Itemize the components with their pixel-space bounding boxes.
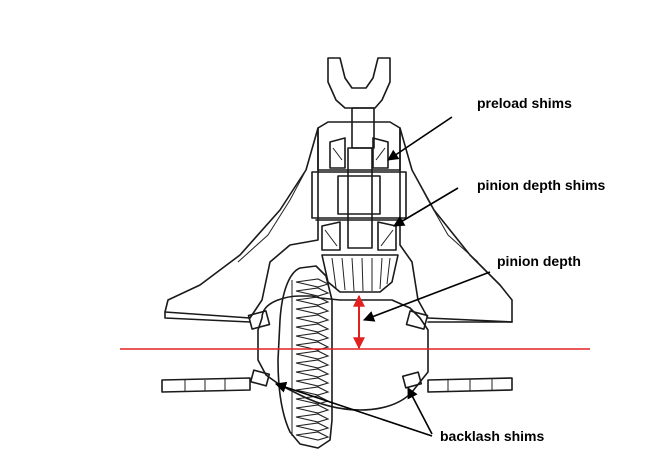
ring-gear-tooth (295, 323, 330, 333)
label-backlash-shims: backlash shims (440, 428, 544, 444)
label-preload-shims: preload shims (477, 95, 572, 111)
pinion-yoke (327, 57, 391, 149)
pinion-gear (321, 254, 399, 293)
backlash-shims-leader-right (407, 387, 433, 435)
ring-gear (277, 265, 333, 449)
label-pinion-depth-shims: pinion depth shims (477, 177, 606, 193)
ring-gear-tooth (295, 359, 330, 369)
ring-gear-tooth (295, 296, 330, 306)
ring-gear-tooth (295, 422, 330, 432)
ring-gear-tooth (295, 305, 330, 315)
ring-gear-tooth (295, 287, 330, 297)
label-pinion-depth: pinion depth (497, 253, 581, 269)
ring-gear-tooth (295, 314, 330, 324)
pinion-depth-leader (362, 271, 491, 322)
ring-gear-tooth (295, 332, 330, 342)
ring-gear-tooth (295, 404, 330, 414)
preload-shims-leader (387, 116, 453, 161)
ring-gear-tooth (295, 413, 330, 423)
ring-gear-tooth (295, 350, 330, 360)
ring-gear-tooth (295, 368, 330, 378)
ring-gear-tooth (295, 377, 330, 387)
pinion-depth-shims-leader (393, 187, 459, 227)
carrier-case (161, 295, 513, 411)
ring-gear-tooth (295, 431, 330, 441)
ring-gear-tooth (295, 386, 330, 396)
housing (164, 127, 513, 323)
backlash-shims-leader-left (274, 381, 433, 437)
pinion-shaft-assembly (311, 121, 407, 251)
ring-gear-tooth (295, 278, 330, 288)
